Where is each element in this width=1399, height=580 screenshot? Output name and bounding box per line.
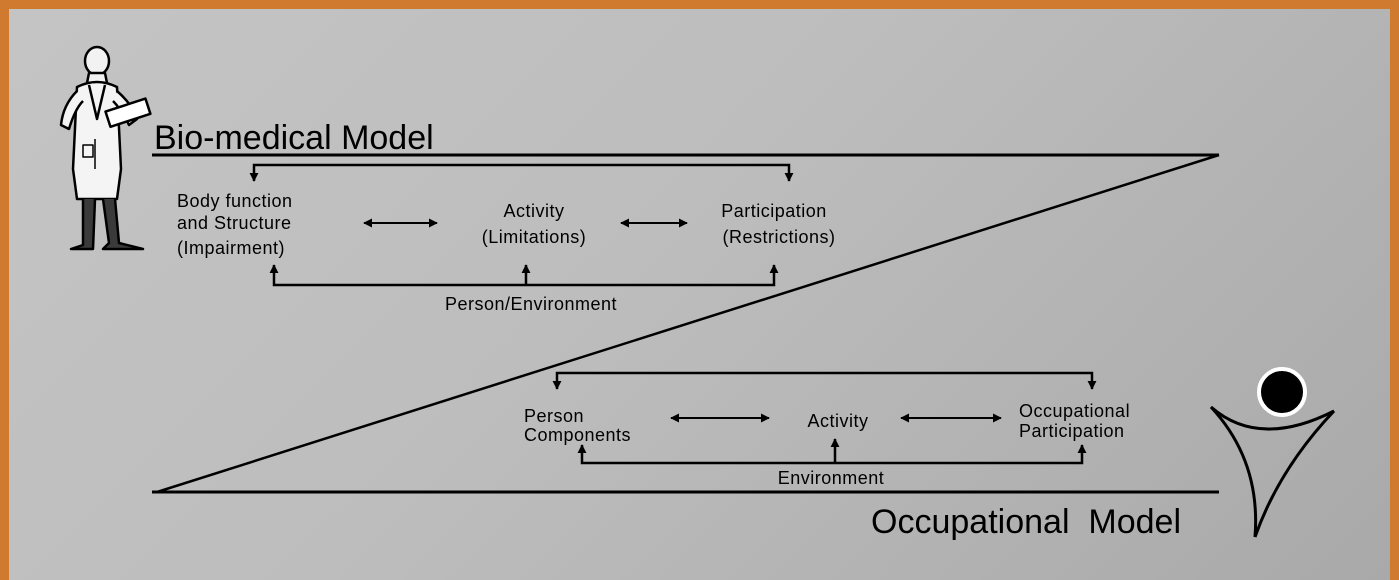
- person-components-label: Person Components: [524, 406, 631, 445]
- models-diagram: Bio-medical Model Body function and Stru…: [59, 45, 1336, 541]
- occupational-bottom-bracket: [577, 438, 1087, 465]
- occupational-participation-line-1: Occupational: [1019, 401, 1130, 421]
- participation-restrictions-label: Participation (Restrictions): [721, 201, 835, 247]
- occupational-title: Occupational Model: [871, 503, 1181, 541]
- occupational-participation-line-2: Participation: [1019, 421, 1125, 441]
- participation-line-1: Participation: [721, 201, 827, 221]
- biomedical-title: Bio-medical Model: [154, 119, 434, 157]
- body-function-line-3: (Impairment): [177, 238, 285, 258]
- abstract-person-icon: [1209, 367, 1336, 538]
- biomedical-bottom-bracket: [269, 264, 779, 287]
- person-environment-label: Person/Environment: [445, 294, 617, 314]
- activity-limitations-label: Activity (Limitations): [482, 201, 587, 247]
- body-function-line-2: and Structure: [177, 213, 292, 233]
- person-components-line-2: Components: [524, 425, 631, 445]
- environment-label: Environment: [778, 468, 885, 488]
- biomedical-top-bracket: [249, 163, 794, 182]
- person-components-line-1: Person: [524, 406, 584, 426]
- occupational-participation-label: Occupational Participation: [1019, 401, 1130, 441]
- activity-line-2: (Limitations): [482, 227, 587, 247]
- doctor-clipboard-icon: [59, 45, 152, 251]
- body-function-line-1: Body function: [177, 191, 293, 211]
- body-function-label: Body function and Structure (Impairment): [177, 191, 293, 258]
- occupational-activity-label: Activity: [807, 411, 868, 431]
- activity-line-1: Activity: [503, 201, 564, 221]
- diagonal-line: [156, 153, 1220, 494]
- occupational-top-bracket: [552, 371, 1097, 390]
- participation-line-2: (Restrictions): [722, 227, 835, 247]
